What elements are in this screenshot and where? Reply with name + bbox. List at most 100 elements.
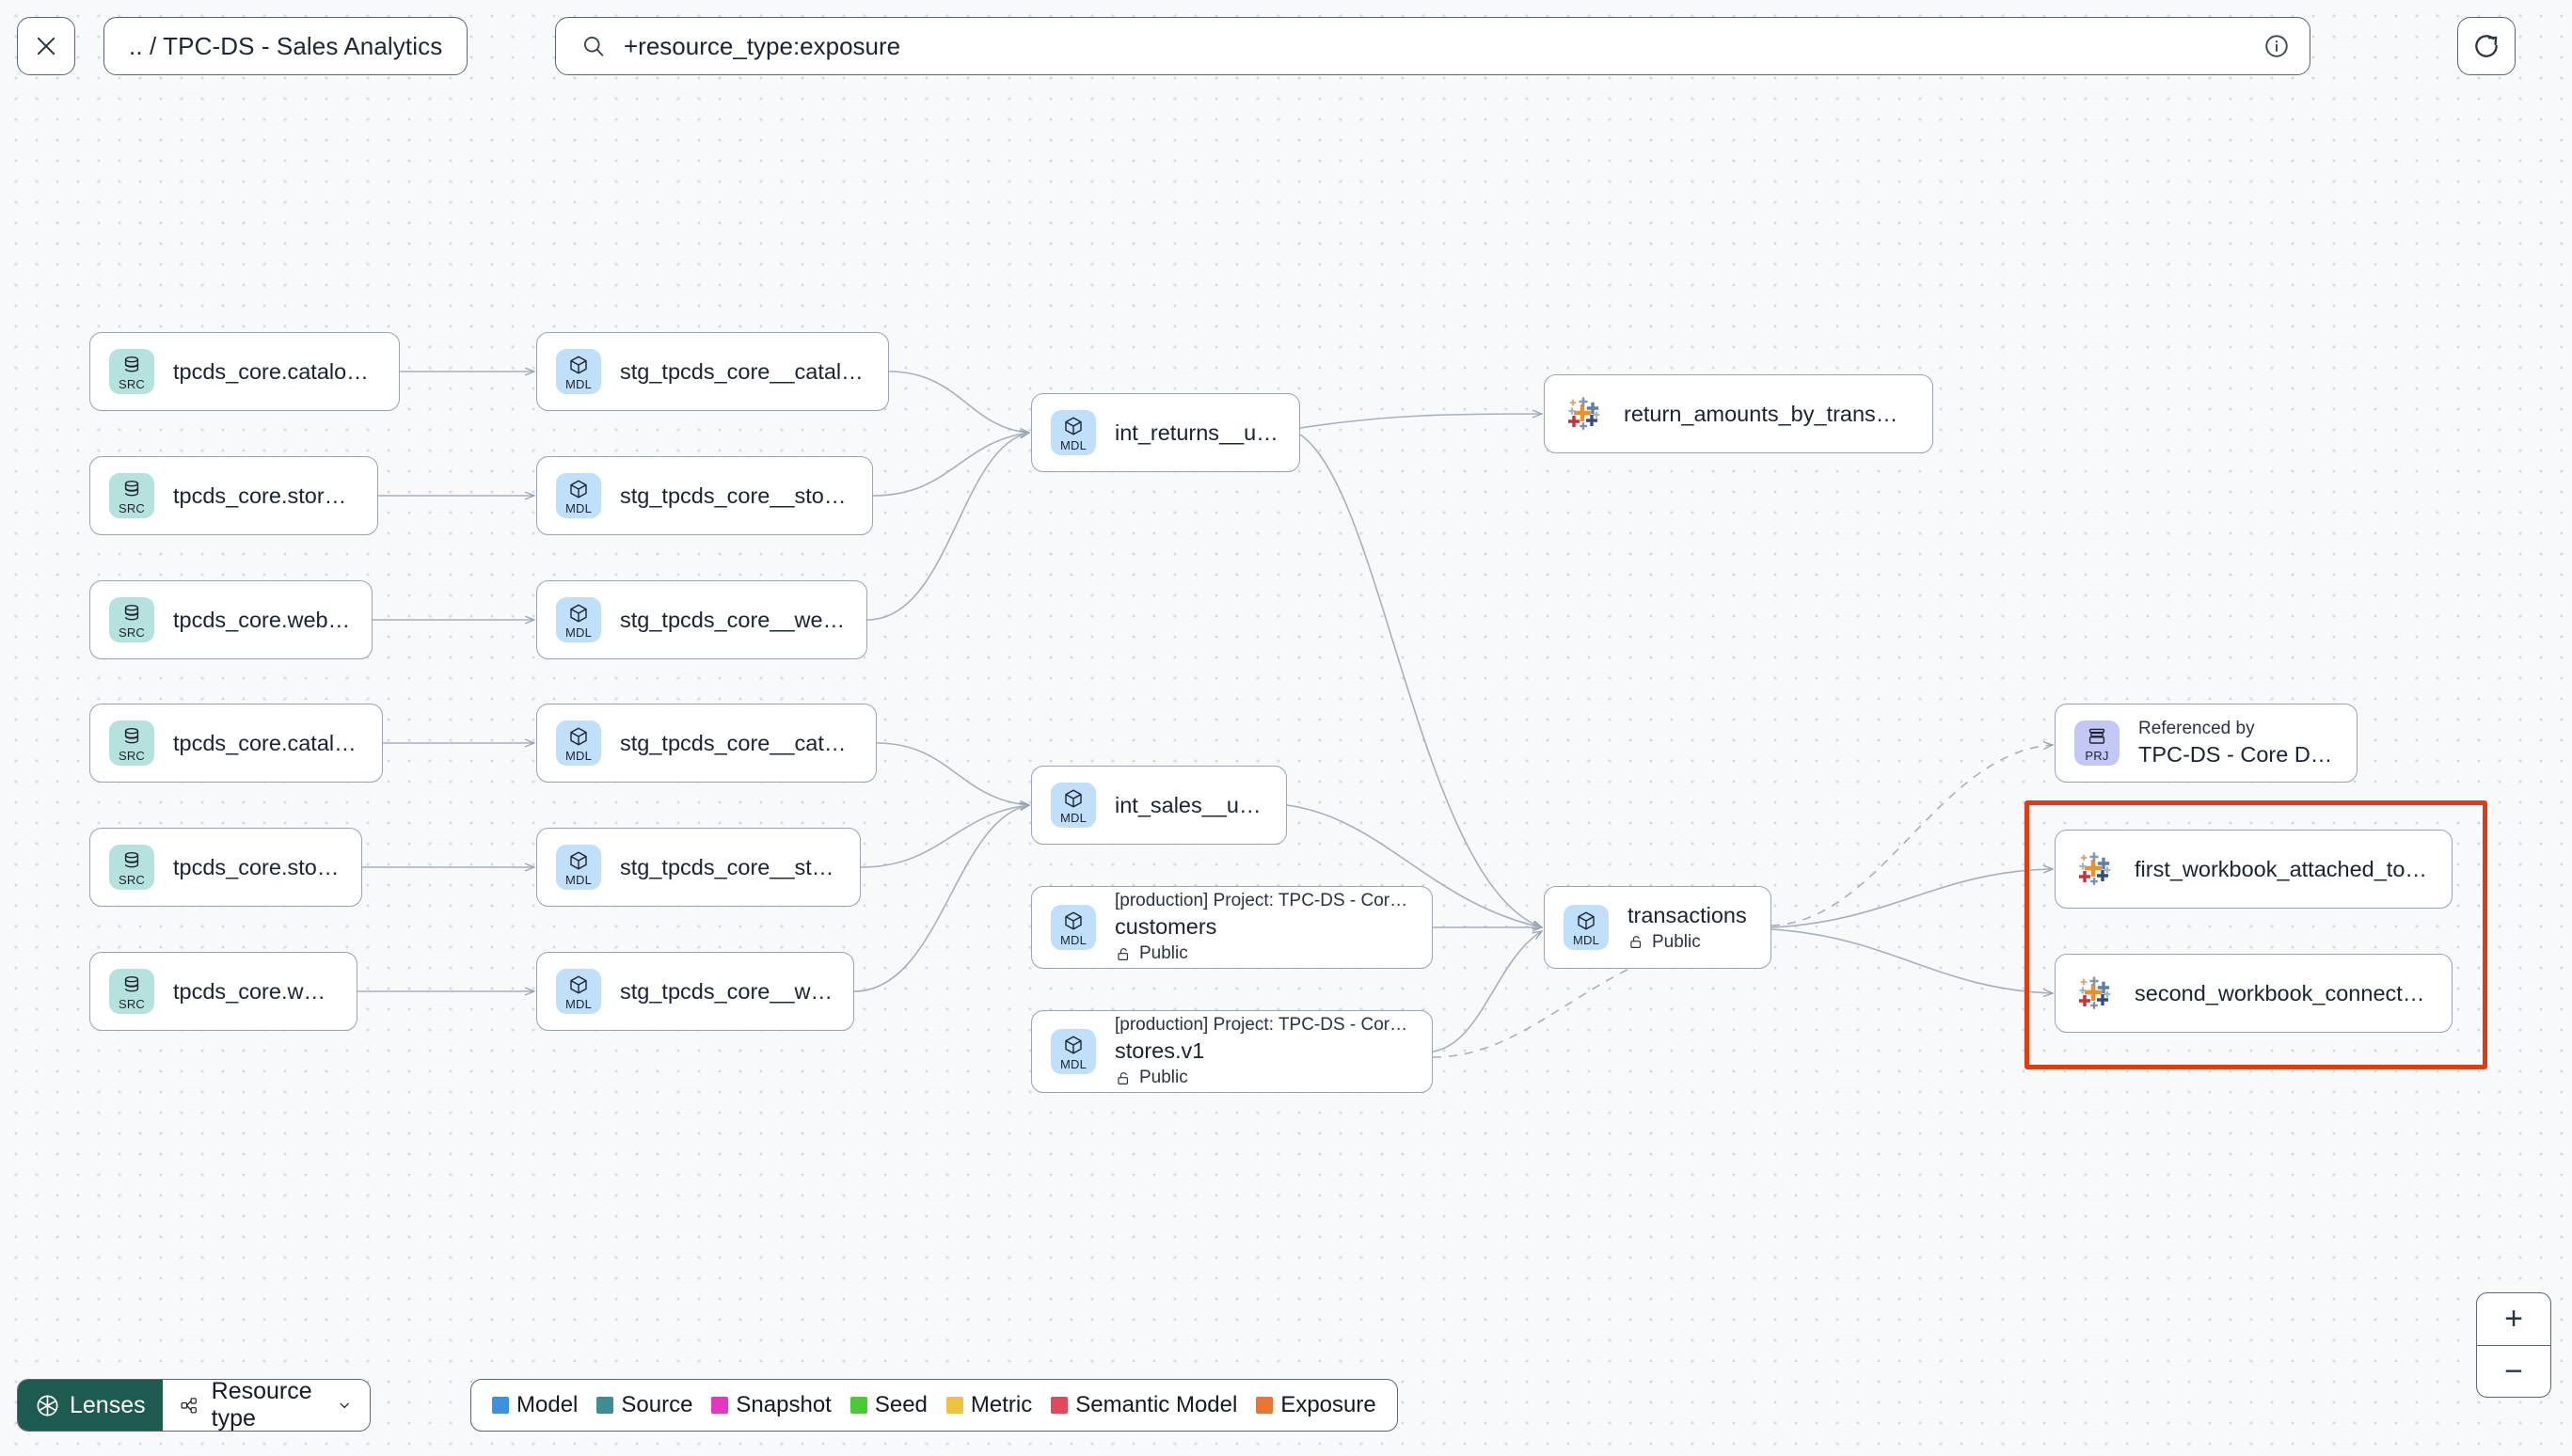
graph-node-stores_v1[interactable]: MDL [production] Project: TPC-DS - Core … xyxy=(1031,1010,1433,1093)
node-badge-label: MDL xyxy=(1059,932,1088,947)
breadcrumb[interactable]: .. / TPC-DS - Sales Analytics xyxy=(103,17,468,75)
unlock-icon xyxy=(1118,1071,1129,1084)
node-text: stg_tpcds_core__store_sales xyxy=(620,855,841,880)
lens-control-group: Lenses Resource type xyxy=(17,1379,371,1432)
legend-item-model[interactable]: Model xyxy=(492,1392,578,1418)
graph-node-src_store_returns[interactable]: SRC tpcds_core.store_returns xyxy=(89,456,378,535)
node-title: stores.v1 xyxy=(1115,1038,1205,1063)
legend-label: Semantic Model xyxy=(1075,1392,1238,1417)
cube-icon xyxy=(1065,789,1082,807)
node-badge-prj: PRJ xyxy=(2074,720,2120,766)
zoom-controls: + − xyxy=(2476,1292,2551,1398)
database-icon xyxy=(124,975,139,991)
node-title: stg_tpcds_core__store_sales xyxy=(620,854,841,879)
refresh-button[interactable] xyxy=(2457,17,2516,75)
node-title: stg_tpcds_core__store_returns xyxy=(620,483,853,508)
legend-swatch xyxy=(711,1397,729,1414)
graph-node-stg_web_returns[interactable]: MDL stg_tpcds_core__web_returns xyxy=(536,580,867,659)
node-badge-mdl: MDL xyxy=(556,969,601,1014)
graph-node-src_store_sales[interactable]: SRC tpcds_core.store_sales xyxy=(89,828,362,907)
node-badge-src: SRC xyxy=(109,845,154,890)
node-title: tpcds_core.catalog_sales xyxy=(173,730,363,755)
node-title: tpcds_core.web_sales xyxy=(173,978,338,1004)
node-title: transactions xyxy=(1627,902,1747,927)
node-text: stg_tpcds_core__store_returns xyxy=(620,483,853,509)
close-button[interactable] xyxy=(17,17,75,75)
node-visibility: Public xyxy=(1115,943,1413,964)
node-text: tpcds_core.web_returns xyxy=(173,608,353,633)
node-text: tpcds_core.store_returns xyxy=(173,483,358,509)
database-icon xyxy=(124,851,139,867)
breadcrumb-label: .. / TPC-DS - Sales Analytics xyxy=(129,31,443,60)
info-circle-icon[interactable] xyxy=(2262,32,2291,60)
legend-label: Snapshot xyxy=(736,1392,832,1417)
node-title: second_workbook_connected_to_live… xyxy=(2135,980,2429,1005)
node-badge-mdl: MDL xyxy=(1051,1029,1096,1074)
legend-item-source[interactable]: Source xyxy=(596,1392,692,1418)
legend-swatch xyxy=(849,1397,867,1414)
search-input-value[interactable]: +resource_type:exposure xyxy=(624,31,901,60)
node-text: tpcds_core.store_sales xyxy=(173,855,342,880)
graph-node-int_returns_unioned[interactable]: MDL int_returns__unioned xyxy=(1031,393,1300,472)
node-title: tpcds_core.web_returns xyxy=(173,607,353,632)
cube-icon xyxy=(570,356,587,373)
node-badge-mdl: MDL xyxy=(1564,905,1609,950)
node-badge-label: MDL xyxy=(564,748,593,763)
graph-node-customers[interactable]: MDL [production] Project: TPC-DS - Core … xyxy=(1031,886,1433,969)
node-badge-mdl: MDL xyxy=(1051,410,1096,455)
aperture-icon xyxy=(37,1395,58,1416)
lenses-button[interactable]: Lenses xyxy=(18,1380,163,1431)
graph-node-stg_catalog_sales[interactable]: MDL stg_tpcds_core__catalog_sales xyxy=(536,704,877,783)
node-title: stg_tpcds_core__web_returns xyxy=(620,607,848,632)
legend-item-exposure[interactable]: Exposure xyxy=(1256,1392,1376,1418)
legend-item-snapshot[interactable]: Snapshot xyxy=(711,1392,832,1418)
node-badge-label: MDL xyxy=(1059,810,1088,825)
node-visibility-label: Public xyxy=(1139,1068,1188,1087)
legend-swatch xyxy=(492,1397,509,1414)
legend-item-seed[interactable]: Seed xyxy=(849,1392,928,1418)
node-title: int_returns__unioned xyxy=(1115,419,1280,445)
node-text: return_amounts_by_transaction_type xyxy=(1624,402,1910,427)
search-input[interactable]: +resource_type:exposure xyxy=(555,17,2310,75)
zoom-in-button[interactable]: + xyxy=(2477,1293,2550,1345)
graph-node-transactions[interactable]: MDL transactions Public xyxy=(1544,886,1771,969)
graph-node-stg_store_returns[interactable]: MDL stg_tpcds_core__store_returns xyxy=(536,456,873,535)
database-icon xyxy=(124,727,139,743)
node-title: int_sales__unioned xyxy=(1115,792,1267,817)
cube-icon xyxy=(570,727,587,745)
legend-label: Exposure xyxy=(1280,1392,1376,1417)
node-text: second_workbook_connected_to_live… xyxy=(2135,981,2429,1006)
legend-item-semantic-model[interactable]: Semantic Model xyxy=(1051,1392,1237,1418)
database-icon xyxy=(124,604,139,620)
graph-node-src_catalog_returns[interactable]: SRC tpcds_core.catalog_returns xyxy=(89,332,400,411)
graph-node-src_catalog_sales[interactable]: SRC tpcds_core.catalog_sales xyxy=(89,704,383,783)
legend-swatch xyxy=(1256,1397,1274,1414)
minus-icon: − xyxy=(2504,1353,2523,1389)
node-badge-label: MDL xyxy=(1572,932,1600,947)
graph-node-return_amounts[interactable]: return_amounts_by_transaction_type xyxy=(1544,374,1933,453)
legend-item-metric[interactable]: Metric xyxy=(945,1392,1032,1418)
legend-swatch xyxy=(1051,1397,1069,1414)
node-badge-src: SRC xyxy=(109,473,154,518)
graph-node-second_workbook[interactable]: second_workbook_connected_to_live… xyxy=(2055,954,2453,1033)
unlock-icon xyxy=(1630,936,1642,948)
node-badge-mdl: MDL xyxy=(556,349,601,394)
graph-node-src_web_sales[interactable]: SRC tpcds_core.web_sales xyxy=(89,952,357,1031)
tableau-exposure-icon xyxy=(1568,397,1600,430)
graph-node-stg_catalog_returns[interactable]: MDL stg_tpcds_core__catalog_returns xyxy=(536,332,889,411)
tableau-exposure-icon xyxy=(2079,976,2111,1009)
graph-node-int_sales_unioned[interactable]: MDL int_sales__unioned xyxy=(1031,766,1287,845)
graph-node-stg_web_sales[interactable]: MDL stg_tpcds_core__web_sales xyxy=(536,952,854,1031)
zoom-out-button[interactable]: − xyxy=(2477,1344,2550,1398)
graph-node-first_workbook[interactable]: first_workbook_attached_to_tpc-ds_-_… xyxy=(2055,830,2453,909)
graph-node-src_web_returns[interactable]: SRC tpcds_core.web_returns xyxy=(89,580,373,659)
node-title: stg_tpcds_core__web_sales xyxy=(620,978,834,1004)
resource-type-dropdown[interactable]: Resource type xyxy=(162,1380,370,1431)
node-visibility: Public xyxy=(1115,1068,1413,1088)
graph-node-prj_core_data_models[interactable]: PRJ Referenced by TPC-DS - Core Data Mod… xyxy=(2055,704,2358,783)
graph-node-stg_store_sales[interactable]: MDL stg_tpcds_core__store_sales xyxy=(536,828,861,907)
legend-label: Source xyxy=(621,1392,693,1417)
node-badge-mdl: MDL xyxy=(1051,905,1096,950)
cube-icon xyxy=(1065,1036,1082,1053)
